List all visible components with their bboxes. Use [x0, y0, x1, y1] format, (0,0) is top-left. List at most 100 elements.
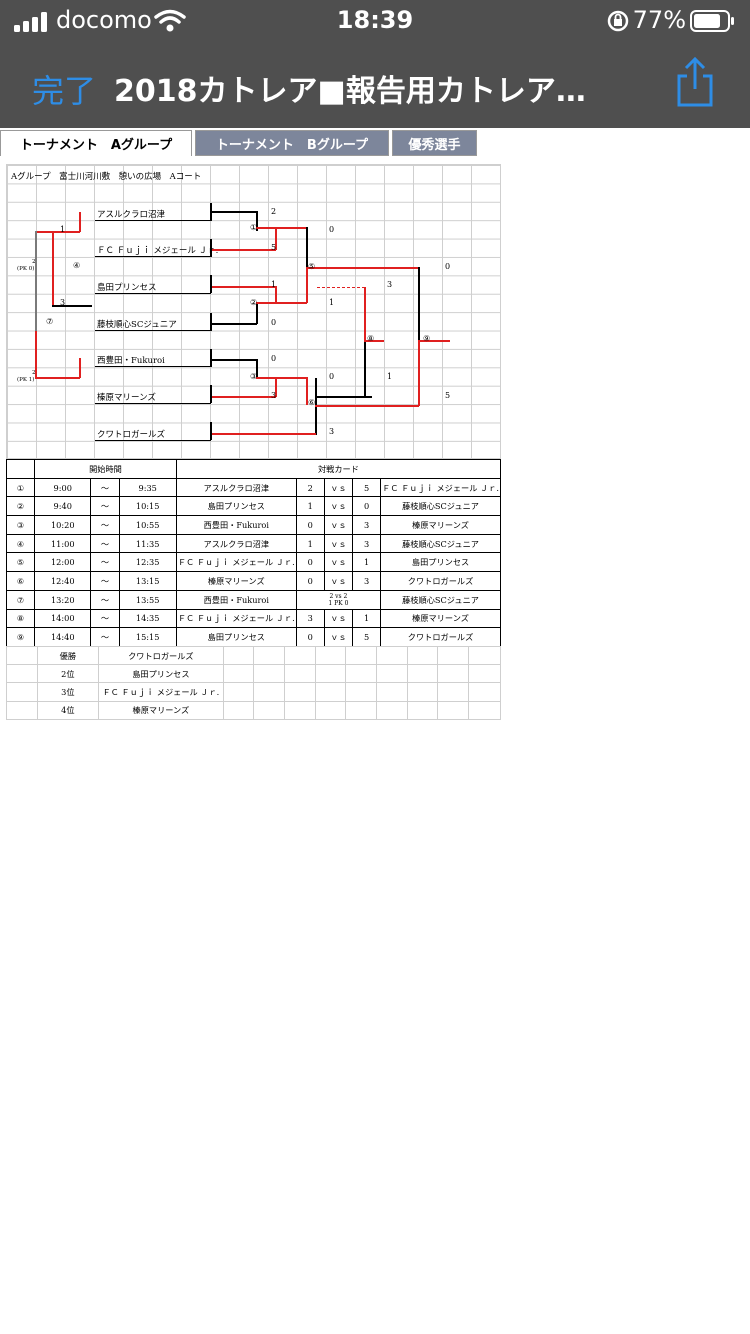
away-score: 1 [352, 552, 382, 573]
match-no: ⑧ [5, 608, 36, 629]
away-score: 3 [352, 533, 382, 554]
match-mark-2: ② [250, 298, 258, 307]
away-team: 藤枝順心SCジュニア [380, 533, 501, 554]
match-no: ⑤ [5, 552, 36, 573]
battery-icon [690, 10, 734, 32]
start-time: 12:00 [34, 552, 92, 573]
vs-label: ｖｓ [323, 533, 354, 554]
match-mark-4: ④ [73, 261, 81, 270]
signal-icon [14, 12, 47, 32]
score-m7-bottom: 2 [32, 370, 36, 376]
start-time: 10:20 [34, 515, 92, 535]
away-team: クワトロガールズ [380, 627, 501, 647]
home-score: 0 [295, 515, 325, 535]
team-7: クワトロガールズ [97, 430, 166, 440]
home-team: アスルクラロ沼津 [175, 533, 297, 554]
vs-label: ｖｓ [323, 608, 354, 629]
end-time: 13:15 [118, 571, 177, 591]
tilde: 〜 [90, 571, 120, 591]
rank-team: 榛原マリーンズ [98, 700, 224, 720]
match-no: ⑦ [5, 589, 36, 610]
match-mark-7: ⑦ [46, 317, 54, 326]
tilde: 〜 [90, 533, 120, 554]
tilde: 〜 [90, 589, 120, 610]
rank-team: ＦＣ Ｆｕｊｉ メジェール Ｊｒ. [98, 682, 224, 702]
score-m9-b: 5 [445, 391, 451, 400]
tilde: 〜 [90, 608, 120, 629]
home-score: 0 [295, 627, 325, 647]
header-start-time: 開始時間 [34, 459, 177, 479]
match-mark-3: ③ [250, 372, 258, 381]
end-time: 15:15 [118, 627, 177, 647]
start-time: 13:20 [34, 589, 92, 610]
start-time: 12:40 [34, 571, 92, 591]
pk-m7-bottom: (PK 1) [17, 377, 35, 383]
pk-score-line: 2 vs 2 [329, 592, 348, 600]
rank-place: 4位 [36, 700, 100, 720]
home-team: 榛原マリーンズ [175, 571, 297, 591]
tab-group-a[interactable]: トーナメント Aグループ [0, 130, 192, 156]
away-team: 藤枝順心SCジュニア [380, 496, 501, 517]
rank-team: クワトロガールズ [98, 645, 224, 666]
tilde: 〜 [90, 552, 120, 573]
ranking-row: 4位 榛原マリーンズ [6, 700, 501, 720]
tab-group-b[interactable]: トーナメント Bグループ [195, 130, 389, 156]
away-score: 5 [352, 627, 382, 647]
schedule-header-row: 開始時間 対戦カード [5, 459, 502, 479]
score-m6-b: 3 [329, 427, 335, 436]
team-1: アスルクラロ沼津 [97, 210, 166, 220]
share-icon[interactable] [672, 56, 718, 108]
start-time: 9:00 [34, 477, 92, 498]
end-time: 12:35 [118, 552, 177, 573]
done-button[interactable]: 完了 [32, 72, 97, 110]
score-m5-b: 1 [329, 298, 335, 307]
team-6: 榛原マリーンズ [97, 393, 156, 403]
home-team: 西豊田・Fukuroi [175, 515, 297, 535]
end-time: 9:35 [118, 477, 177, 498]
end-time: 10:15 [118, 496, 177, 517]
table-row: ⑨ 14:40 〜 15:15 島田プリンセス 0 ｖｓ 5 クワトロガールズ [5, 627, 501, 647]
away-team: 榛原マリーンズ [380, 515, 501, 535]
score-m5-a: 0 [329, 225, 335, 234]
match-no: ⑥ [5, 571, 36, 591]
team-5: 西豊田・Fukuroi [97, 356, 165, 366]
ranking-row: 2位 島田プリンセス [6, 664, 501, 684]
table-row: ④ 11:00 〜 11:35 アスルクラロ沼津 1 ｖｓ 3 藤枝順心SCジュ… [5, 533, 501, 554]
home-team: ＦＣ Ｆｕｊｉ メジェール Ｊｒ. [175, 608, 297, 629]
table-row: ② 9:40 〜 10:15 島田プリンセス 1 ｖｓ 0 藤枝順心SCジュニア [5, 496, 501, 517]
away-team: 榛原マリーンズ [380, 608, 501, 629]
score-m8-b: 1 [387, 372, 393, 381]
battery-percent: 77% [632, 6, 686, 34]
table-row: ① 9:00 〜 9:35 アスルクラロ沼津 2 ｖｓ 5 ＦＣ Ｆｕｊｉ メジ… [5, 477, 501, 498]
tilde: 〜 [90, 515, 120, 535]
home-score: 1 [295, 533, 325, 554]
tab-best-players[interactable]: 優秀選手 [392, 130, 477, 156]
end-time: 10:55 [118, 515, 177, 535]
away-team: 島田プリンセス [380, 552, 501, 573]
end-time: 14:35 [118, 608, 177, 629]
home-team: ＦＣ Ｆｕｊｉ メジェール Ｊｒ. [175, 552, 297, 573]
ranking-table: 優勝 クワトロガールズ 2位 島田プリンセス 3位 ＦＣ Ｆｕｊｉ メジェール … [6, 645, 501, 720]
score-m2-a: 1 [271, 280, 277, 289]
table-row: ⑧ 14:00 〜 14:35 ＦＣ Ｆｕｊｉ メジェール Ｊｒ. 3 ｖｓ 1… [5, 608, 501, 629]
home-team: 島田プリンセス [175, 496, 297, 517]
home-score: 2 [295, 477, 325, 498]
vs-label: ｖｓ [323, 627, 354, 647]
home-score: 0 [295, 571, 325, 591]
score-m8-a: 3 [387, 280, 393, 289]
top-bar: docomo 18:39 77% 完了 2018カトレア■報告用カトレア… [0, 0, 750, 128]
home-score: 1 [295, 496, 325, 517]
header-no [5, 459, 36, 479]
home-team: 島田プリンセス [175, 627, 297, 647]
tilde: 〜 [90, 496, 120, 517]
rank-place: 2位 [36, 664, 100, 684]
end-time: 11:35 [118, 533, 177, 554]
table-row: ⑦ 13:20 〜 13:55 西豊田・Fukuroi 2 vs 2 1 PK … [5, 589, 501, 610]
table-row: ③ 10:20 〜 10:55 西豊田・Fukuroi 0 ｖｓ 3 榛原マリー… [5, 515, 501, 535]
home-team: 西豊田・Fukuroi [175, 589, 297, 610]
score-m3-b: 3 [271, 391, 277, 400]
start-time: 14:40 [34, 627, 92, 647]
document-title: 2018カトレア■報告用カトレア… [114, 74, 586, 109]
away-score: 3 [352, 515, 382, 535]
